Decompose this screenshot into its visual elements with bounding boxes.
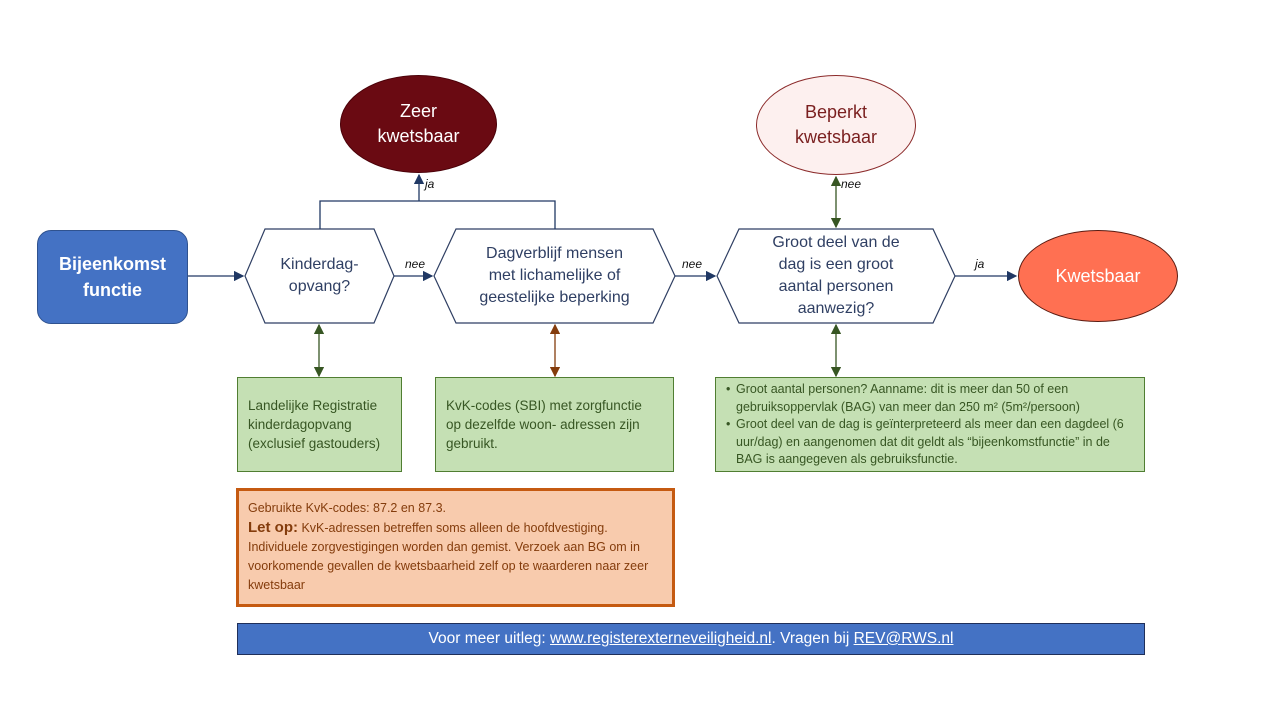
edge-label-nee-1: nee [405, 257, 426, 271]
start-node-bijeenkomstfunctie: Bijeenkomst functie [37, 230, 188, 324]
warning-letop-label: Let op: [248, 519, 298, 536]
decision-text: met lichamelijke of [488, 267, 621, 284]
footer-middle: . Vragen bij [771, 630, 854, 647]
note-text: (exclusief gastouders) [248, 436, 381, 451]
outcome-text: Kwetsbaar [1055, 265, 1141, 286]
edge-label-nee-up: nee [841, 177, 862, 191]
edge-label-ja-up: ja [425, 177, 435, 191]
warning-letop-text: KvK-adressen betreffen soms alleen de ho… [248, 521, 649, 592]
start-line-2: functie [82, 280, 142, 300]
outcome-kwetsbaar: Kwetsbaar [1018, 230, 1178, 322]
decision-groot-deel: Groot deel van de dag is een groot aanta… [739, 229, 933, 323]
decision-text: geestelijke beperking [479, 289, 630, 306]
outcome-text: kwetsbaar [794, 127, 878, 147]
footer-link-email[interactable]: REV@RWS.nl [853, 630, 954, 647]
edge-label-nee-2: nee [682, 257, 703, 271]
decision-text: Dagverblijf mensen [486, 245, 623, 262]
note-text: gebruikt. [446, 436, 498, 451]
note-kvk-codes: KvK-codes (SBI) met zorgfunctie op dezel… [435, 377, 674, 472]
note-text: kinderdagopvang [248, 417, 352, 432]
start-line-1: Bijeenkomst [58, 254, 167, 274]
outcome-text: Zeer [399, 101, 437, 121]
outcome-beperkt-kwetsbaar: Beperkt kwetsbaar [756, 75, 916, 175]
note-text: Landelijke Registratie [248, 398, 378, 413]
warning-codes: Gebruikte KvK-codes: 87.2 en 87.3. [248, 501, 447, 515]
decision-text: aanwezig? [797, 300, 875, 317]
outcome-zeer-kwetsbaar: Zeer kwetsbaar [340, 75, 497, 173]
footer-banner: Voor meer uitleg: www.registerexternevei… [237, 623, 1145, 655]
note-aannames: Groot aantal personen? Aanname: dit is m… [715, 377, 1145, 472]
decision-text: Kinderdag- [280, 256, 359, 273]
footer-prefix: Voor meer uitleg: [428, 630, 551, 647]
decision-text: aantal personen [778, 278, 894, 295]
note-text: KvK-codes (SBI) met zorgfunctie [446, 398, 642, 413]
note-bullet: Groot aantal personen? Aanname: dit is m… [726, 381, 1136, 416]
note-registratie: Landelijke Registratie kinderdagopvang (… [237, 377, 402, 472]
outcome-text: kwetsbaar [377, 126, 460, 146]
warning-box: Gebruikte KvK-codes: 87.2 en 87.3. Let o… [236, 488, 675, 607]
decision-text: opvang? [288, 278, 351, 295]
edge-label-ja-right: ja [975, 257, 985, 271]
decision-text: dag is een groot [778, 256, 894, 273]
decision-text: Groot deel van de [772, 234, 900, 251]
bracket-ja [319, 200, 556, 229]
note-bullet: Groot deel van de dag is geïnterpreteerd… [726, 416, 1136, 469]
note-text: op dezelfde woon- adressen zijn [446, 417, 640, 432]
decision-dagverblijf: Dagverblijf mensen met lichamelijke of g… [456, 229, 653, 323]
outcome-text: Beperkt [804, 102, 868, 122]
footer-link-website[interactable]: www.registerexterneveiligheid.nl [550, 630, 772, 647]
decision-kinderdagopvang: Kinderdag- opvang? [262, 229, 377, 323]
